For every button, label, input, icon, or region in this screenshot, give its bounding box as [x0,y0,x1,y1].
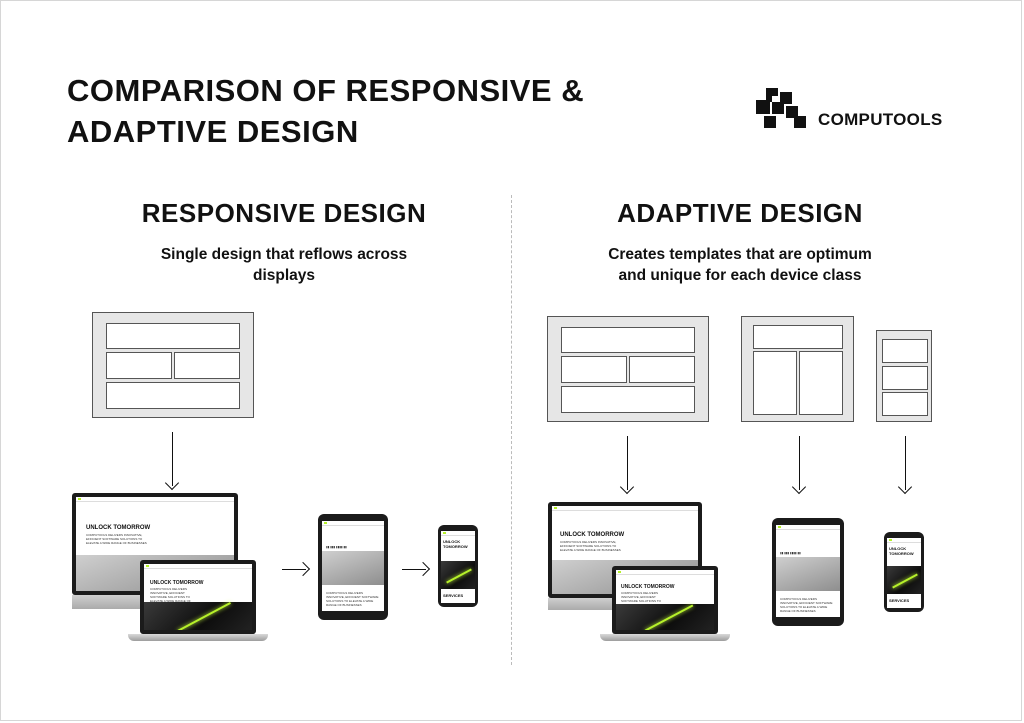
adaptive-laptop-hero-text: UNLOCK TOMORROW [621,584,675,590]
title-line-2: ADAPTIVE DESIGN [67,114,359,149]
section-divider [511,195,512,665]
right-arrow-icon [402,569,426,570]
adaptive-wireframe-tablet [741,316,854,422]
adaptive-subtitle-line-2: and unique for each device class [618,267,862,284]
responsive-subtitle: Single design that reflows across displa… [114,244,454,286]
desktop-hero-text: UNLOCK TOMORROW [86,525,151,531]
down-arrow-icon [799,436,800,490]
brand-name: COMPUTOOLS [818,110,943,129]
adaptive-laptop-base [600,634,730,641]
adaptive-tablet-screen: ▮▮ ▮▮▮ ▮▮▮▮ ▮▮ COMPUTOOLS DELIVERS INNOV… [776,525,840,617]
wire-footer-block [106,382,240,409]
wire-left-block [106,352,172,379]
adaptive-subtitle-line-1: Creates templates that are optimum [608,246,872,263]
adaptive-laptop-screen: UNLOCK TOMORROW COMPUTOOLS DELIVERS INNO… [616,570,714,630]
adaptive-subtitle: Creates templates that are optimum and u… [570,244,910,286]
adaptive-desktop-blurb: COMPUTOOLS DELIVERS INNOVATIVE, EFFICIEN… [560,540,621,552]
tablet-blurb: COMPUTOOLS DELIVERS INNOVATIVE, EFFICIEN… [326,591,379,607]
page-title: COMPARISON OF RESPONSIVE & ADAPTIVE DESI… [67,70,584,152]
right-arrow-icon [282,569,306,570]
adaptive-tablet: ▮▮ ▮▮▮ ▮▮▮▮ ▮▮ COMPUTOOLS DELIVERS INNOV… [772,518,844,626]
adaptive-laptop: UNLOCK TOMORROW COMPUTOOLS DELIVERS INNO… [612,566,718,634]
adaptive-title: ADAPTIVE DESIGN [617,198,863,228]
responsive-wireframe [92,312,254,418]
down-arrow-icon [627,436,628,490]
adaptive-tablet-blurb: COMPUTOOLS DELIVERS INNOVATIVE, EFFICIEN… [780,597,833,613]
laptop: UNLOCK TOMORROW COMPUTOOLS DELIVERS INNO… [140,560,256,634]
desktop-blurb: COMPUTOOLS DELIVERS INNOVATIVE, EFFICIEN… [86,533,147,545]
adaptive-desktop-hero-text: UNLOCK TOMORROW [560,532,625,538]
laptop-hero-text: UNLOCK TOMORROW [150,580,204,586]
adaptive-wireframe-desktop [547,316,709,422]
computools-logo-icon [756,88,806,128]
wire-right-block [174,352,240,379]
tablet: ▮▮ ▮▮▮ ▮▮▮▮ ▮▮ COMPUTOOLS DELIVERS INNOV… [318,514,388,620]
adaptive-phone-section-text: SERVICES [889,598,910,603]
tablet-screen: ▮▮ ▮▮▮ ▮▮▮▮ ▮▮ COMPUTOOLS DELIVERS INNOV… [322,521,384,611]
laptop-base [128,634,268,641]
responsive-subtitle-line-1: Single design that reflows across [160,246,408,263]
responsive-title: RESPONSIVE DESIGN [141,198,427,228]
laptop-screen: UNLOCK TOMORROW COMPUTOOLS DELIVERS INNO… [144,564,252,630]
title-line-1: COMPARISON OF RESPONSIVE & [67,73,585,108]
phone-section-text: SERVICES [443,593,464,598]
down-arrow-icon [905,436,906,490]
wire-header-block [106,323,240,349]
responsive-subtitle-line-2: displays [252,267,316,284]
adaptive-wireframe-phone [876,330,932,422]
down-arrow-icon [172,432,173,486]
